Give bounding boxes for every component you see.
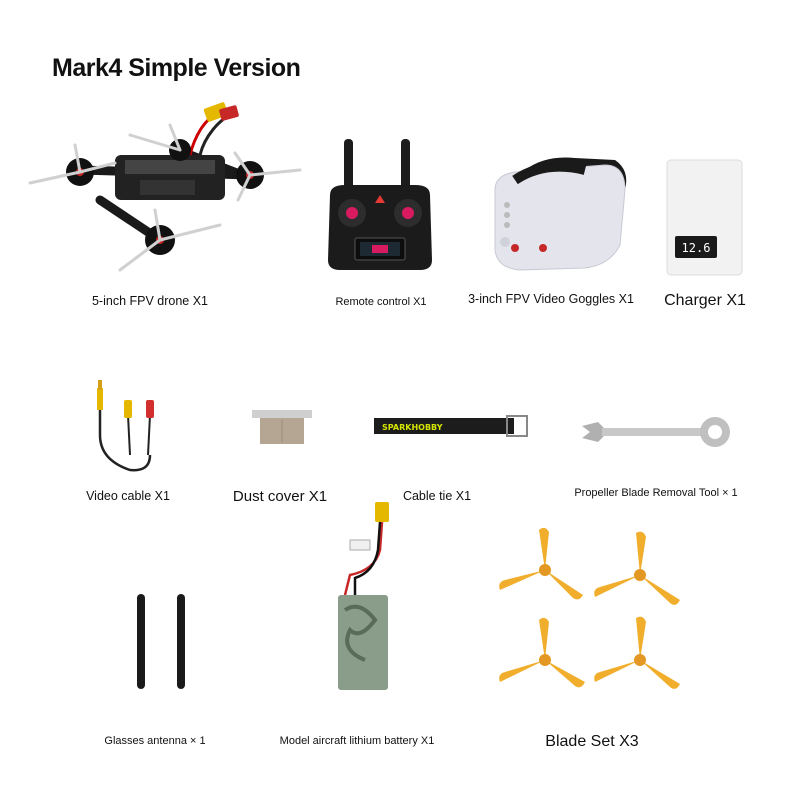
- wrench-label: Propeller Blade Removal Tool × 1: [574, 487, 738, 499]
- goggles-image: [485, 150, 635, 280]
- remote-control-label: Remote control X1: [335, 296, 427, 308]
- video-cable-label: Video cable X1: [86, 489, 170, 503]
- page-title: Mark4 Simple Version: [52, 54, 301, 82]
- charger-display-text: 12.6: [682, 241, 711, 255]
- remote-control-image: [320, 135, 440, 275]
- drone-label: 5-inch FPV drone X1: [91, 294, 209, 308]
- antenna-image: [130, 592, 190, 692]
- antenna-label: Glasses antenna × 1: [104, 735, 206, 747]
- battery-image: [330, 500, 410, 695]
- dust-cover-label: Dust cover X1: [232, 488, 328, 505]
- wrench-image: [580, 414, 735, 450]
- cable-tie-label: Cable tie X1: [402, 489, 472, 503]
- charger-label: Charger X1: [664, 292, 746, 309]
- dust-cover-image: [250, 408, 315, 448]
- blades-image: [495, 525, 690, 700]
- goggles-label: 3-inch FPV Video Goggles X1: [468, 292, 634, 306]
- drone-image: [20, 95, 310, 285]
- cable-tie-brand-text: SPARKHOBBY: [382, 423, 443, 432]
- blades-label: Blade Set X3: [545, 733, 639, 750]
- charger-image: 12.6: [665, 158, 745, 278]
- battery-label: Model aircraft lithium battery X1: [279, 735, 435, 747]
- cable-tie-image: SPARKHOBBY: [372, 412, 530, 440]
- video-cable-image: [90, 380, 170, 480]
